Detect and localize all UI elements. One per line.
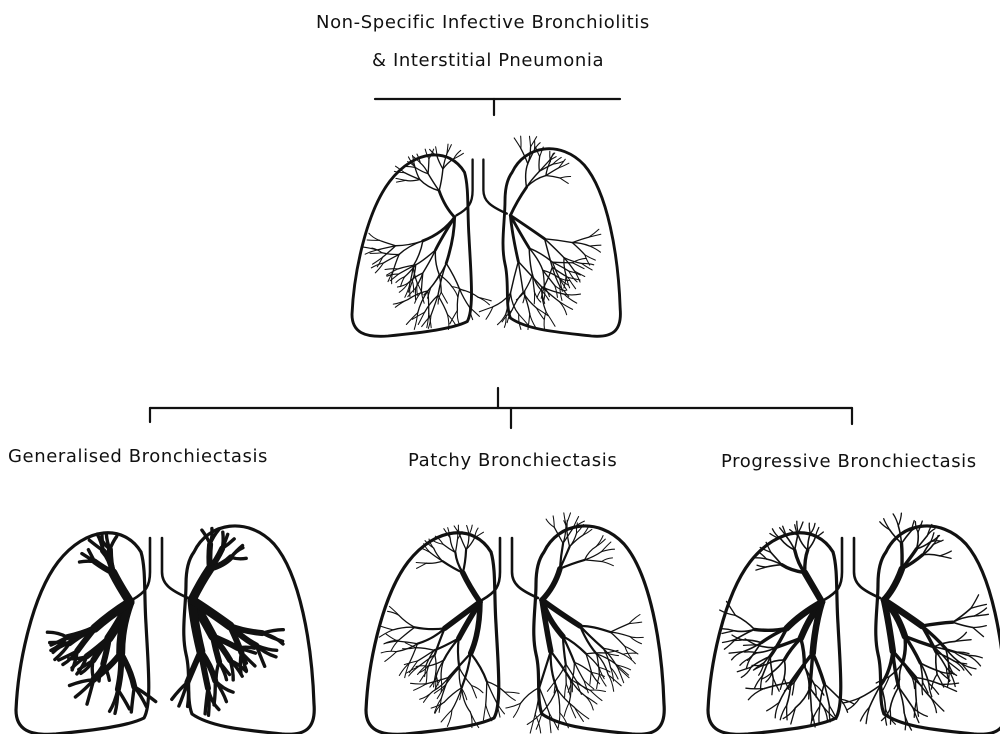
lungs-normal-bronchiolitis	[352, 136, 620, 336]
outcome-bracket	[150, 388, 852, 428]
title-bracket	[375, 99, 620, 115]
lungs-generalised-bronchiectasis	[16, 526, 314, 734]
lungs-progressive-bronchiectasis	[708, 513, 1000, 734]
lungs-patchy-bronchiectasis	[366, 513, 664, 734]
